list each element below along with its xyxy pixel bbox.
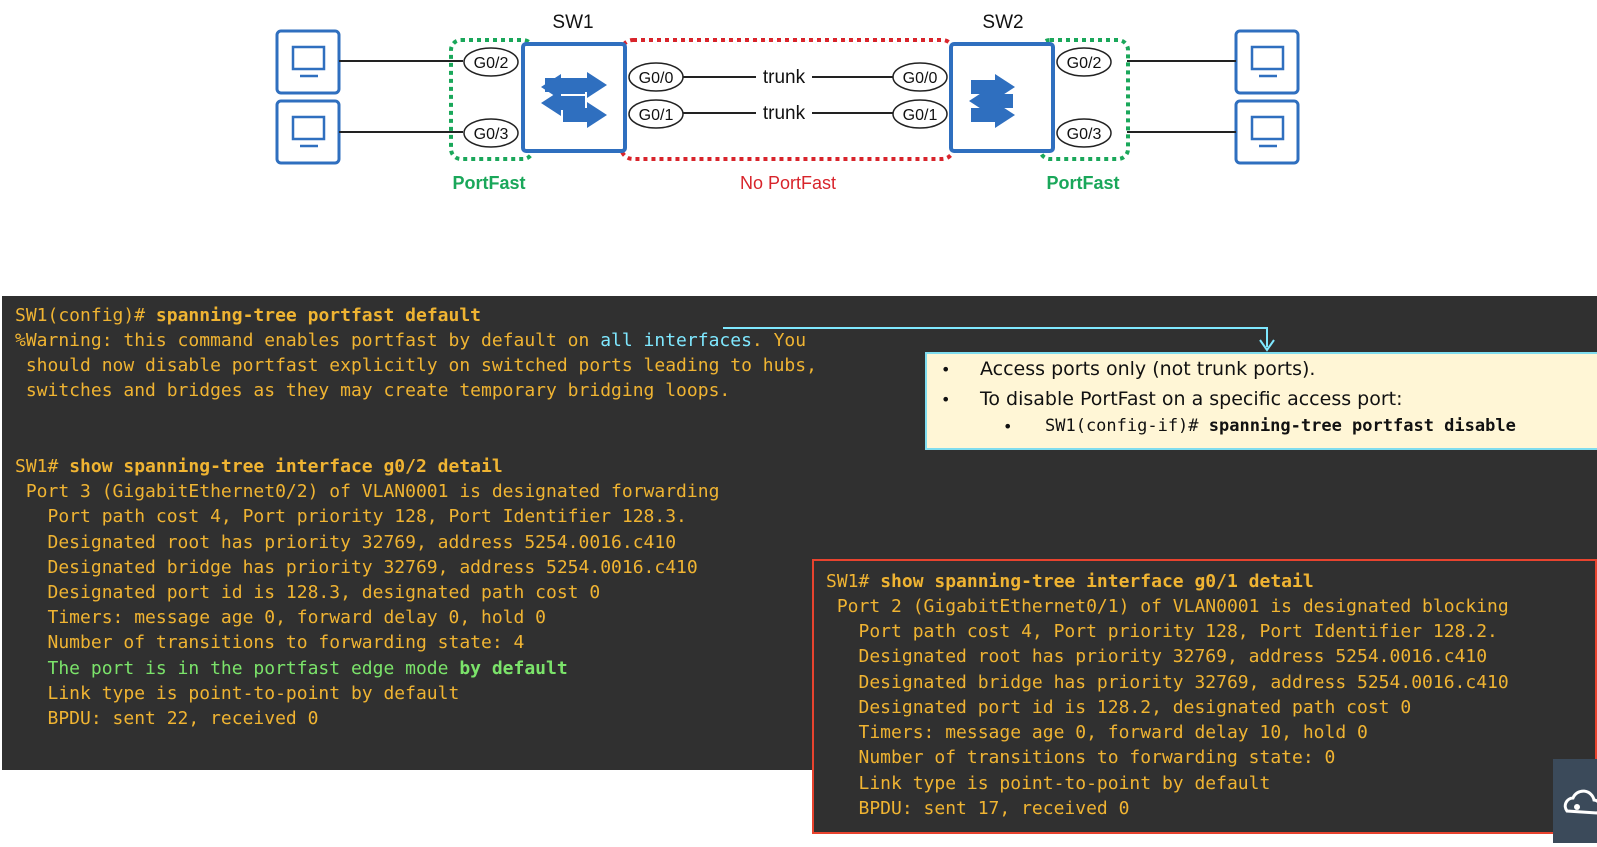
terminal-line: SW1(config)# spanning-tree portfast defa… xyxy=(15,305,481,326)
note-item: Access ports only (not trunk ports). xyxy=(980,358,1316,380)
svg-text:G0/3: G0/3 xyxy=(1067,126,1102,143)
terminal-line: Port 3 (GigabitEthernet0/2) of VLAN0001 … xyxy=(15,481,720,502)
terminal-line: Designated port id is 128.3, designated … xyxy=(15,582,601,603)
terminal-line: switches and bridges as they may create … xyxy=(15,380,731,401)
trunk-label: trunk xyxy=(763,103,806,124)
svg-text:G0/1: G0/1 xyxy=(903,107,938,124)
terminal-line: SW1# show spanning-tree interface g0/1 d… xyxy=(826,571,1314,592)
port-label: G0/2 xyxy=(463,47,519,77)
svg-text:G0/3: G0/3 xyxy=(474,126,509,143)
terminal-line: Port 2 (GigabitEthernet0/1) of VLAN0001 … xyxy=(826,596,1509,617)
terminal-line: Designated root has priority 32769, addr… xyxy=(15,532,677,553)
terminal-line: Link type is point-to-point by default xyxy=(15,683,460,704)
port-label: G0/0 xyxy=(892,62,948,92)
terminal-line: Designated bridge has priority 32769, ad… xyxy=(15,557,698,578)
svg-text:G0/2: G0/2 xyxy=(474,55,509,72)
port-label: G0/3 xyxy=(463,118,519,148)
sw1-switch-icon xyxy=(521,42,627,153)
terminal-line: Designated bridge has priority 32769, ad… xyxy=(826,672,1509,693)
svg-text:G0/2: G0/2 xyxy=(1067,55,1102,72)
sw2-label: SW2 xyxy=(982,12,1023,33)
port-label: G0/2 xyxy=(1056,47,1112,77)
channel-logo xyxy=(1553,759,1597,843)
terminal-line: Designated root has priority 32769, addr… xyxy=(826,646,1488,667)
svg-text:G0/0: G0/0 xyxy=(639,70,674,87)
bullet-icon: • xyxy=(1003,417,1013,436)
no-portfast-label: No PortFast xyxy=(740,173,836,193)
topology-diagram: G0/2 G0/3 G0/0 G0/1 G0/0 G0/1 G0/2 G0/3 … xyxy=(275,12,1300,193)
portfast-label: PortFast xyxy=(1046,173,1119,193)
terminal-line-highlight: The port is in the portfast edge mode by… xyxy=(15,658,568,679)
terminal-line: Number of transitions to forwarding stat… xyxy=(826,747,1336,768)
terminal-line: Designated port id is 128.2, designated … xyxy=(826,697,1412,718)
bullet-icon: • xyxy=(941,360,951,379)
sw1-label: SW1 xyxy=(552,12,593,33)
sw2-switch-icon xyxy=(949,42,1055,153)
cloud-icon xyxy=(1563,789,1597,815)
terminal-line: Number of transitions to forwarding stat… xyxy=(15,632,525,653)
port-label: G0/3 xyxy=(1056,118,1112,148)
port-label: G0/1 xyxy=(628,99,684,129)
link-lines xyxy=(339,60,1236,133)
terminal-line: Port path cost 4, Port priority 128, Por… xyxy=(826,621,1498,642)
terminal-line: SW1# show spanning-tree interface g0/2 d… xyxy=(15,456,503,477)
pc-icon xyxy=(275,99,341,165)
terminal-line: Timers: message age 0, forward delay 10,… xyxy=(826,722,1368,743)
port-label: G0/0 xyxy=(628,62,684,92)
trunk-label: trunk xyxy=(763,67,806,88)
blocking-port-output: SW1# show spanning-tree interface g0/1 d… xyxy=(812,559,1597,834)
terminal-line: should now disable portfast explicitly o… xyxy=(15,355,817,376)
note-subitem: SW1(config-if)# spanning-tree portfast d… xyxy=(1045,416,1516,436)
terminal-line: %Warning: this command enables portfast … xyxy=(15,330,807,351)
svg-text:G0/1: G0/1 xyxy=(639,107,674,124)
terminal-line: BPDU: sent 17, received 0 xyxy=(826,798,1130,819)
terminal-line: Port path cost 4, Port priority 128, Por… xyxy=(15,506,687,527)
terminal-line: BPDU: sent 22, received 0 xyxy=(15,708,319,729)
note-box: • Access ports only (not trunk ports). •… xyxy=(925,352,1597,450)
terminal-line: Link type is point-to-point by default xyxy=(826,773,1271,794)
port-label: G0/1 xyxy=(892,99,948,129)
bullet-icon: • xyxy=(941,390,951,409)
portfast-label: PortFast xyxy=(452,173,525,193)
terminal-line: Timers: message age 0, forward delay 0, … xyxy=(15,607,547,628)
note-item: To disable PortFast on a specific access… xyxy=(980,388,1403,410)
svg-text:G0/0: G0/0 xyxy=(903,70,938,87)
